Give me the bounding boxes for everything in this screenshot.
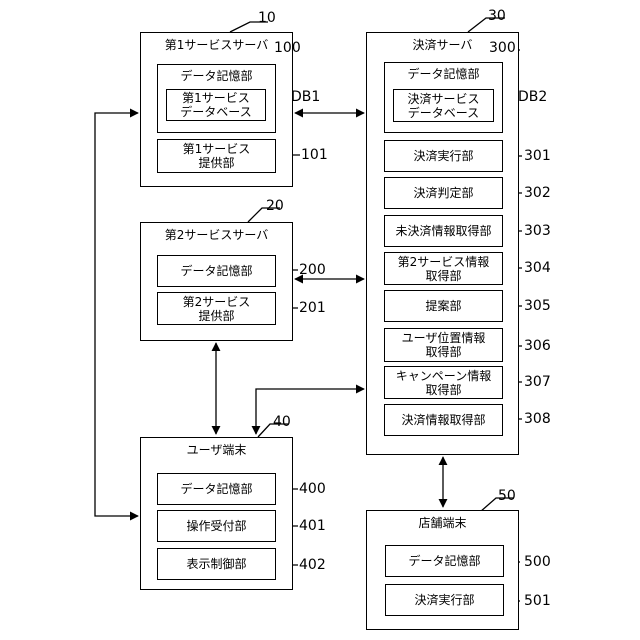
payment-unit-301: 決済実行部 bbox=[384, 140, 503, 172]
ref-303: 303 bbox=[524, 223, 551, 239]
ref-302: 302 bbox=[524, 185, 551, 201]
store-terminal-title: 店舗端末 bbox=[366, 516, 519, 530]
ref-30: 30 bbox=[488, 8, 506, 24]
ref-402: 402 bbox=[299, 557, 326, 573]
user-terminal-title: ユーザ端末 bbox=[140, 443, 293, 457]
payment-unit-307: キャンペーン情報 取得部 bbox=[384, 366, 503, 399]
ref-101: 101 bbox=[301, 147, 328, 163]
first-service-database: 第1サービス データベース bbox=[166, 89, 266, 121]
payment-unit-305: 提案部 bbox=[384, 290, 503, 322]
ref-200: 200 bbox=[299, 262, 326, 278]
first-service-provider: 第1サービス 提供部 bbox=[157, 139, 276, 173]
ref-201: 201 bbox=[299, 300, 326, 316]
ref-db2: DB2 bbox=[518, 89, 547, 105]
payment-storage-label: データ記憶部 bbox=[384, 67, 503, 81]
ref-305: 305 bbox=[524, 298, 551, 314]
payment-unit-308: 決済情報取得部 bbox=[384, 404, 503, 436]
first-server-storage-label: データ記憶部 bbox=[157, 69, 276, 83]
arrow-server1-terminal bbox=[95, 113, 138, 516]
store-payment-executor: 決済実行部 bbox=[385, 584, 504, 616]
ref-500: 500 bbox=[524, 554, 551, 570]
second-server-storage: データ記憶部 bbox=[157, 255, 276, 287]
payment-service-database: 決済サービス データベース bbox=[393, 89, 494, 122]
ref-300: 300 bbox=[489, 40, 516, 56]
second-service-provider: 第2サービス 提供部 bbox=[157, 292, 276, 325]
payment-unit-303: 未決済情報取得部 bbox=[384, 215, 503, 247]
first-service-server-title: 第1サービスサーバ bbox=[140, 38, 293, 52]
terminal-display-controller: 表示制御部 bbox=[157, 548, 276, 580]
ref-20: 20 bbox=[266, 198, 284, 214]
ref-400: 400 bbox=[299, 481, 326, 497]
ref-304: 304 bbox=[524, 260, 551, 276]
ref-50: 50 bbox=[498, 488, 516, 504]
ref-501: 501 bbox=[524, 593, 551, 609]
ref-10: 10 bbox=[258, 10, 276, 26]
ref-307: 307 bbox=[524, 374, 551, 390]
payment-unit-304: 第2サービス情報 取得部 bbox=[384, 252, 503, 285]
store-storage: データ記憶部 bbox=[385, 545, 504, 577]
terminal-storage: データ記憶部 bbox=[157, 473, 276, 505]
ref-401: 401 bbox=[299, 518, 326, 534]
ref-306: 306 bbox=[524, 338, 551, 354]
terminal-operation-receiver: 操作受付部 bbox=[157, 510, 276, 542]
ref-301: 301 bbox=[524, 148, 551, 164]
ref-db1: DB1 bbox=[291, 89, 320, 105]
ref-100: 100 bbox=[274, 40, 301, 56]
ref-40: 40 bbox=[273, 414, 291, 430]
payment-unit-306: ユーザ位置情報 取得部 bbox=[384, 328, 503, 362]
payment-unit-302: 決済判定部 bbox=[384, 177, 503, 209]
second-service-server-title: 第2サービスサーバ bbox=[140, 228, 293, 242]
ref-308: 308 bbox=[524, 411, 551, 427]
